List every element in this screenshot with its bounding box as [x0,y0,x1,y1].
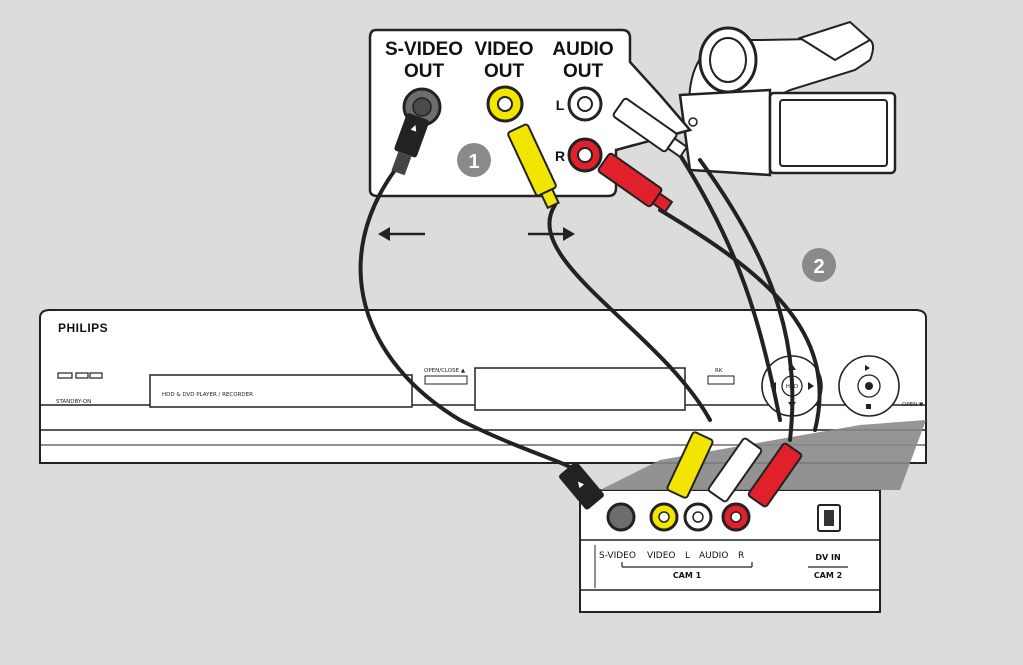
recorder-plugs [559,431,803,510]
audio-out-label-1: AUDIO [552,39,613,60]
audio-right-label: R [555,148,565,164]
mark-label: RK [715,368,723,374]
svideo-out-label-2: OUT [404,61,445,82]
svideo-out-label-1: S-VIDEO [385,39,463,60]
tray-label: HDD & DVD PLAYER / RECORDER [162,392,253,398]
audio-out-label-2: OUT [563,61,604,82]
audio-l-input-label: L [685,551,690,561]
video-out-label-2: OUT [484,61,525,82]
camcorder [678,20,897,177]
camcorder-plugs [391,97,689,214]
audio-left-cable [678,153,782,422]
camcorder-panel-labels: S-VIDEO OUT VIDEO OUT AUDIO OUT L R [385,39,614,164]
cables [358,153,822,472]
step-badge-2: 2 [802,248,836,282]
hdd-button-label: HDD [786,384,799,390]
svg-text:1: 1 [468,151,479,173]
video-input-label: VIDEO [647,551,676,561]
standby-label: STANDBY-ON [56,399,91,405]
audio-r-input-label: R [738,551,744,561]
front-panel-labels: S-VIDEO VIDEO L AUDIO R CAM 1 DV IN CAM … [599,551,842,580]
audio-input-label: AUDIO [699,551,728,561]
audio-right-cable [658,208,822,432]
brand-logo: PHILIPS [58,321,108,335]
direction-arrows [378,227,575,241]
svideo-cable [358,168,577,472]
video-out-label-1: VIDEO [474,39,533,60]
audio-left-label: L [556,97,565,113]
dv-in-label: DV IN [815,553,840,562]
recorder-labels: PHILIPS STANDBY-ON HDD & DVD PLAYER / RE… [56,321,924,408]
cam2-label: CAM 2 [814,571,842,580]
playback-pad[interactable] [838,355,900,417]
recorder-front-panel [579,420,926,613]
svg-text:2: 2 [813,256,824,278]
svideo-input-label: S-VIDEO [599,551,636,561]
step-badge-1: 1 [457,143,491,177]
video-cable [547,203,712,422]
hdd-logo [57,372,103,379]
cam1-label: CAM 1 [673,571,702,580]
open-close-label: OPEN/CLOSE ▲ [424,368,466,374]
open-label: OPEN ▼ [902,402,924,408]
